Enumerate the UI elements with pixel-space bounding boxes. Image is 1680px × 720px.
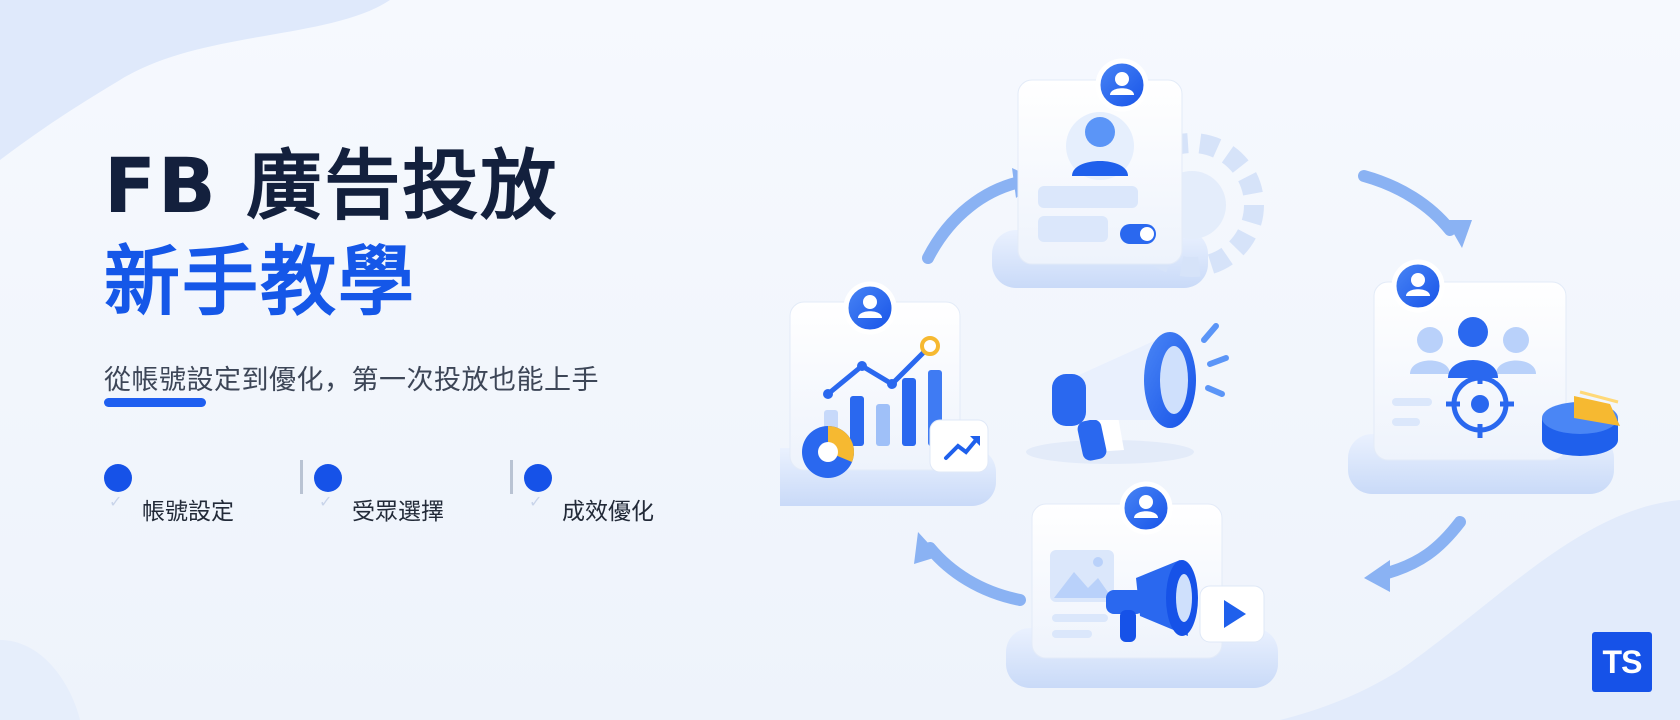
feature-divider — [510, 460, 513, 494]
check-icon: ✓ — [529, 492, 543, 511]
subtitle: 從帳號設定到優化，第一次投放也能上手 — [104, 365, 599, 396]
title-line-2: 新手教學 — [104, 237, 416, 326]
arrow-bottom-left — [914, 532, 1026, 606]
feature-label: 受眾選擇 — [352, 499, 444, 525]
feature-dot-icon — [104, 464, 132, 492]
feature-divider — [300, 460, 303, 494]
background-blob-bottom-left — [0, 640, 80, 720]
feature-label: 成效優化 — [562, 499, 654, 525]
check-icon: ✓ — [109, 492, 123, 511]
megaphone-icon — [1026, 323, 1229, 464]
background-blob-bottom-right — [1280, 500, 1680, 720]
title-line-1: FB 廣告投放 — [104, 141, 559, 230]
check-icon: ✓ — [319, 492, 333, 511]
analytics-card — [780, 281, 996, 506]
brand-logo: TS — [1592, 632, 1652, 692]
feature-label: 帳號設定 — [142, 499, 234, 525]
feature-dot-icon — [314, 464, 342, 492]
background-blob-top-left — [0, 0, 390, 160]
arrow-top-right — [1358, 170, 1472, 248]
account-setup-card — [992, 58, 1264, 288]
feature-dot-icon — [524, 464, 552, 492]
arrow-bottom-right — [1364, 516, 1466, 592]
subtitle-underline — [104, 398, 206, 407]
illustration-svg — [780, 58, 1620, 688]
ad-creative-card — [1006, 481, 1278, 688]
audience-targeting-card — [1348, 259, 1620, 494]
ad-workflow-illustration — [780, 0, 1680, 720]
